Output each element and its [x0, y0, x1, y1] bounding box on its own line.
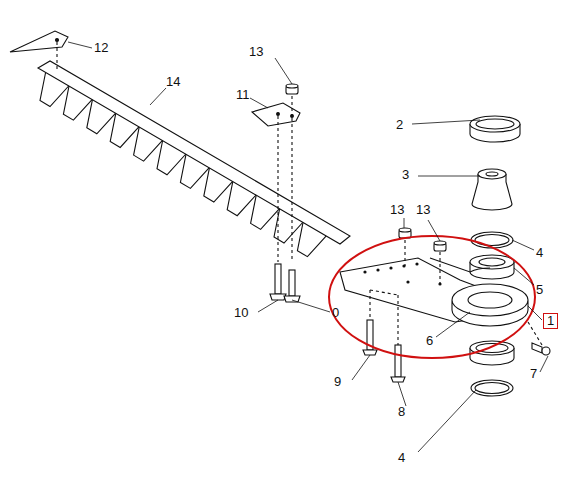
arm — [340, 258, 528, 326]
callout-number: 2 — [396, 118, 403, 132]
callout-number: 6 — [426, 334, 433, 348]
callout-number: 3 — [402, 168, 409, 182]
callout-number: 8 — [398, 405, 405, 419]
hold-guard — [10, 31, 68, 52]
highlight-ellipse — [329, 236, 535, 358]
highlighted-callout: 1 — [543, 313, 558, 329]
callout-number: 14 — [166, 75, 180, 89]
callout-number: 0 — [332, 306, 339, 320]
callout-number: 5 — [536, 283, 543, 297]
callout-number: 7 — [530, 367, 537, 381]
bolt — [270, 264, 286, 300]
bolt — [391, 345, 405, 382]
callout-number: 4 — [398, 451, 405, 465]
callout-number: 11 — [236, 88, 250, 102]
callout-number: 13 — [249, 45, 263, 59]
callout-number: 4 — [536, 246, 543, 260]
bolt — [363, 320, 377, 355]
guard-plate — [252, 103, 300, 126]
callout-number: 12 — [94, 41, 108, 55]
callout-number: 1 — [547, 314, 554, 328]
callout-number: 10 — [234, 306, 248, 320]
grease-nipple — [532, 343, 550, 355]
callout-number: 9 — [334, 375, 341, 389]
bolt — [284, 270, 300, 302]
shaft — [472, 169, 512, 210]
circlip — [471, 232, 513, 248]
nut — [434, 241, 446, 251]
bearing — [470, 255, 514, 279]
circlip — [471, 380, 513, 396]
callout-number: 13 — [416, 203, 430, 217]
leader-lines — [68, 42, 548, 452]
nut — [286, 84, 298, 94]
knife-bar — [38, 61, 350, 244]
knife-sections — [40, 71, 327, 257]
callout-number: 13 — [390, 203, 404, 217]
